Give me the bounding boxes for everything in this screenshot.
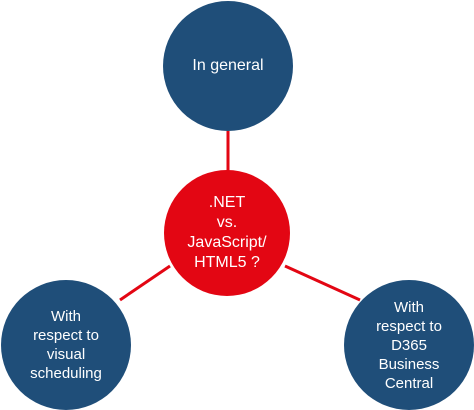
node-in-general-label: In general xyxy=(192,57,264,74)
connector-center-left xyxy=(119,264,171,302)
node-d365-business-central-label: With respect to D365 Business Central xyxy=(376,298,442,392)
node-d365-business-central: With respect to D365 Business Central xyxy=(344,280,474,410)
node-in-general: In general xyxy=(163,1,293,131)
node-center-label: .NET vs. JavaScript/ HTML5 ? xyxy=(187,194,267,271)
node-visual-scheduling: With respect to visual scheduling xyxy=(1,280,131,410)
node-center-question: .NET vs. JavaScript/ HTML5 ? xyxy=(164,170,290,296)
connector-center-right xyxy=(284,264,361,302)
node-visual-scheduling-label: With respect to visual scheduling xyxy=(30,308,102,382)
